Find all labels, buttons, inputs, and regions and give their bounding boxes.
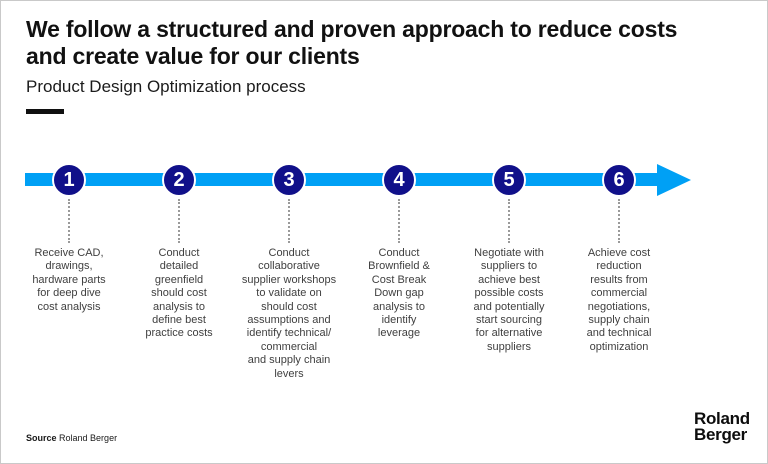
step-description: Receive CAD, drawings, hardware parts fo… [32, 247, 106, 313]
step-circle: 1 [52, 163, 86, 197]
timeline-step-4: 4 Conduct Brownfield & Cost Break Down g… [342, 163, 456, 341]
dotted-connector [178, 199, 180, 243]
dotted-connector [618, 199, 620, 243]
timeline-step-5: 5 Negotiate with suppliers to achieve be… [452, 163, 566, 354]
title-accent-dash [26, 109, 64, 114]
roland-berger-logo: Roland Berger [694, 409, 750, 444]
page-subtitle: Product Design Optimization process [26, 77, 306, 96]
step-circle: 6 [602, 163, 636, 197]
arrow-right-icon [657, 164, 691, 196]
step-number: 5 [503, 168, 515, 191]
step-number: 6 [613, 168, 625, 191]
step-number: 4 [393, 168, 405, 191]
step-circle: 4 [382, 163, 416, 197]
timeline-step-2: 2 Conduct detailed greenfield should cos… [122, 163, 236, 341]
step-number: 1 [63, 168, 75, 191]
step-description: Conduct detailed greenfield should cost … [145, 247, 213, 340]
source-note: Source Roland Berger [26, 433, 117, 443]
dotted-connector [68, 199, 70, 243]
step-circle: 5 [492, 163, 526, 197]
timeline-step-6: 6 Achieve cost reduction results from co… [562, 163, 676, 354]
page-title: We follow a structured and proven approa… [26, 16, 678, 69]
timeline-step-3: 3 Conduct collaborative supplier worksho… [232, 163, 346, 381]
step-description: Achieve cost reduction results from comm… [586, 247, 652, 353]
timeline-step-1: 1 Receive CAD, drawings, hardware parts … [12, 163, 126, 314]
source-value: Roland Berger [59, 433, 118, 443]
source-label: Source [26, 433, 57, 443]
step-description: Negotiate with suppliers to achieve best… [473, 247, 545, 353]
step-number: 3 [283, 168, 295, 191]
dotted-connector [508, 199, 510, 243]
dotted-connector [398, 199, 400, 243]
step-number: 2 [173, 168, 185, 191]
step-description: Conduct collaborative supplier workshops… [241, 247, 337, 380]
dotted-connector [288, 199, 290, 243]
step-circle: 3 [272, 163, 306, 197]
step-description: Conduct Brownfield & Cost Break Down gap… [368, 247, 430, 340]
step-circle: 2 [162, 163, 196, 197]
